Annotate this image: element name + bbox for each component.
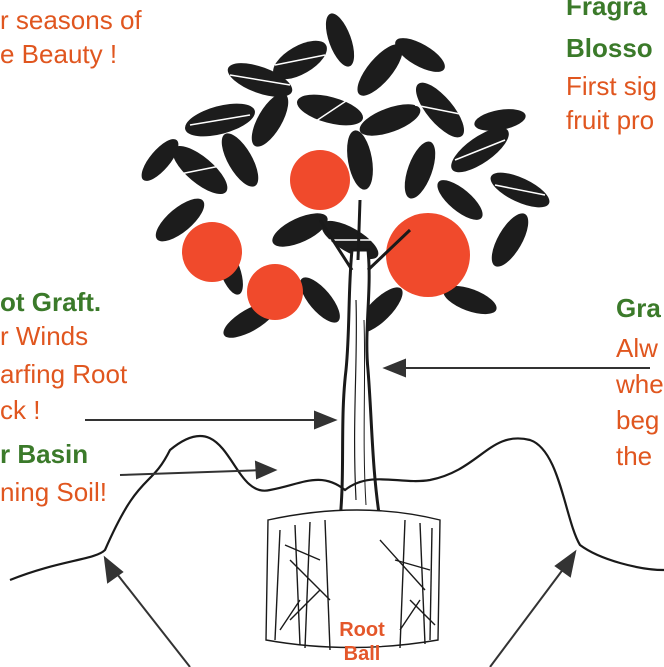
root-ball-label: Root Ball xyxy=(326,618,398,666)
orange-fruit xyxy=(386,213,470,297)
label-dwarfing-root: arfing Root xyxy=(0,358,127,390)
label-root-graft: ot Graft. xyxy=(0,286,101,318)
label-gra: Gra xyxy=(616,292,661,324)
root-ball-label-line-1: Root xyxy=(326,618,398,642)
label-basin: r Basin xyxy=(0,438,88,470)
orange-fruit xyxy=(290,150,350,210)
label-first-sign: First sig xyxy=(566,70,657,102)
orange-fruit xyxy=(247,264,303,320)
label-whe: whe xyxy=(616,368,664,400)
label-alw: Alw xyxy=(616,332,658,364)
label-the: the xyxy=(616,440,652,472)
label-blossom: Blosso xyxy=(566,32,653,64)
label-fragrant: Fragra xyxy=(566,0,647,22)
label-soil: ning Soil! xyxy=(0,476,107,508)
orange-fruit xyxy=(182,222,242,282)
label-fruit-pro: fruit pro xyxy=(566,104,654,136)
label-seasons-line-1: r seasons of xyxy=(0,4,142,36)
label-seasons-line-2: e Beauty ! xyxy=(0,38,117,70)
label-winds: r Winds xyxy=(0,320,88,352)
label-ck: ck ! xyxy=(0,394,40,426)
label-beg: beg xyxy=(616,404,659,436)
root-ball-label-line-2: Ball xyxy=(326,642,398,666)
